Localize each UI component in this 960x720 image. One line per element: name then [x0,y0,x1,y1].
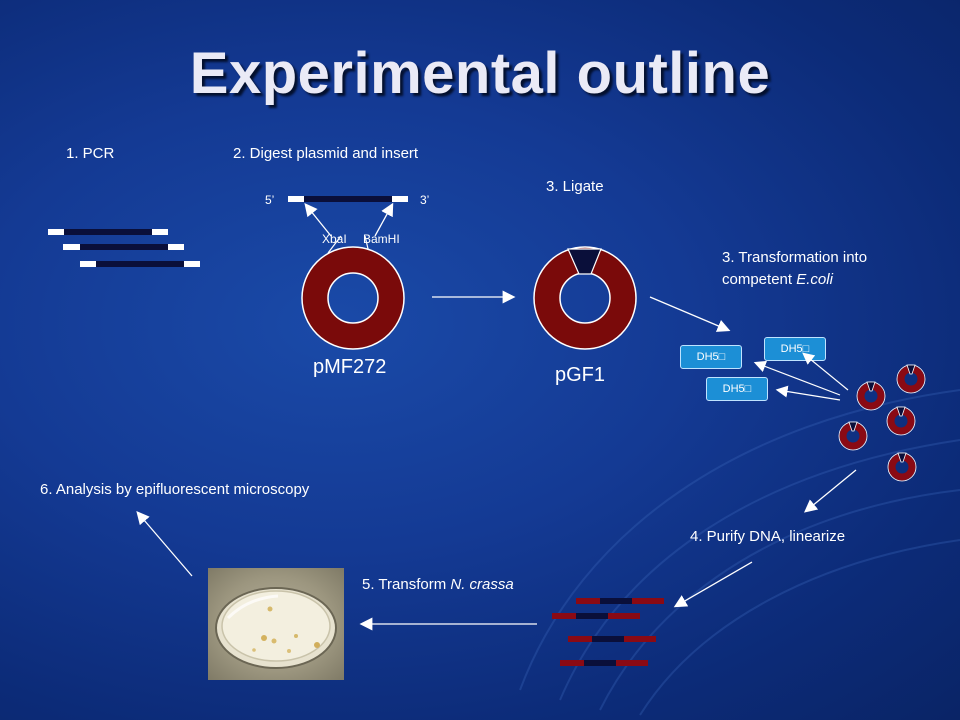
bamhi-site-label: BamHI [363,232,400,246]
linear-dna [560,660,648,666]
step-purify-label: 4. Purify DNA, linearize [690,528,846,545]
linear-dna [576,598,664,604]
xbai-site-tick [327,235,342,254]
transformation-arrow [649,296,731,332]
step-transformation-line1: 3. Transformation into [722,249,868,266]
strain-arrow [753,360,841,396]
three-prime-label: 3’ [420,193,430,207]
plasmid-pmf272 [301,246,405,350]
pcr-product-3 [80,261,200,267]
small-plasmid [856,381,886,411]
step-pcr-label: 1. PCR [66,145,115,162]
digested-insert [288,196,408,202]
step-digest-label: 2. Digest plasmid and insert [233,145,419,162]
step-transform-label: 5. Transform N. crassa [362,576,514,593]
pcr-product-1 [48,229,168,235]
small-plasmid [886,406,916,436]
xbai-pointer [304,202,332,237]
linearize-arrow [673,561,753,608]
bamhi-pointer [374,202,394,237]
strain-box: DH5□ [680,345,742,369]
gene-insert [567,248,602,275]
strain-arrow [802,352,849,391]
strain-arrow [775,385,841,401]
pcr-products [48,229,200,267]
page-title: Experimental outline [189,41,771,106]
small-plasmid [896,364,926,394]
plasmid-pgf1-label: pGF1 [555,364,606,386]
strain-box: DH5□ [764,337,826,361]
step-ligate-label: 3. Ligate [546,178,604,195]
plasmid-pmf272-label: pMF272 [313,356,387,378]
small-plasmid [887,452,917,482]
linear-dna [552,613,640,619]
linear-dna [568,636,656,642]
step-transformation-line2: competent E.coli [722,271,833,288]
five-prime-label: 5’ [265,193,275,207]
purify-arrow [803,469,857,513]
petri-dish-photo [208,568,344,680]
pcr-product-2 [63,244,184,250]
strain-box: DH5□ [706,377,768,401]
plasmid-pgf1 [533,246,637,350]
step-analysis-label: 6. Analysis by epifluorescent microscopy [40,481,310,498]
small-plasmid [838,421,868,451]
petri-dish-icon [215,587,337,669]
analysis-arrow [136,511,193,577]
xbai-site-label: XbaI [322,232,347,246]
